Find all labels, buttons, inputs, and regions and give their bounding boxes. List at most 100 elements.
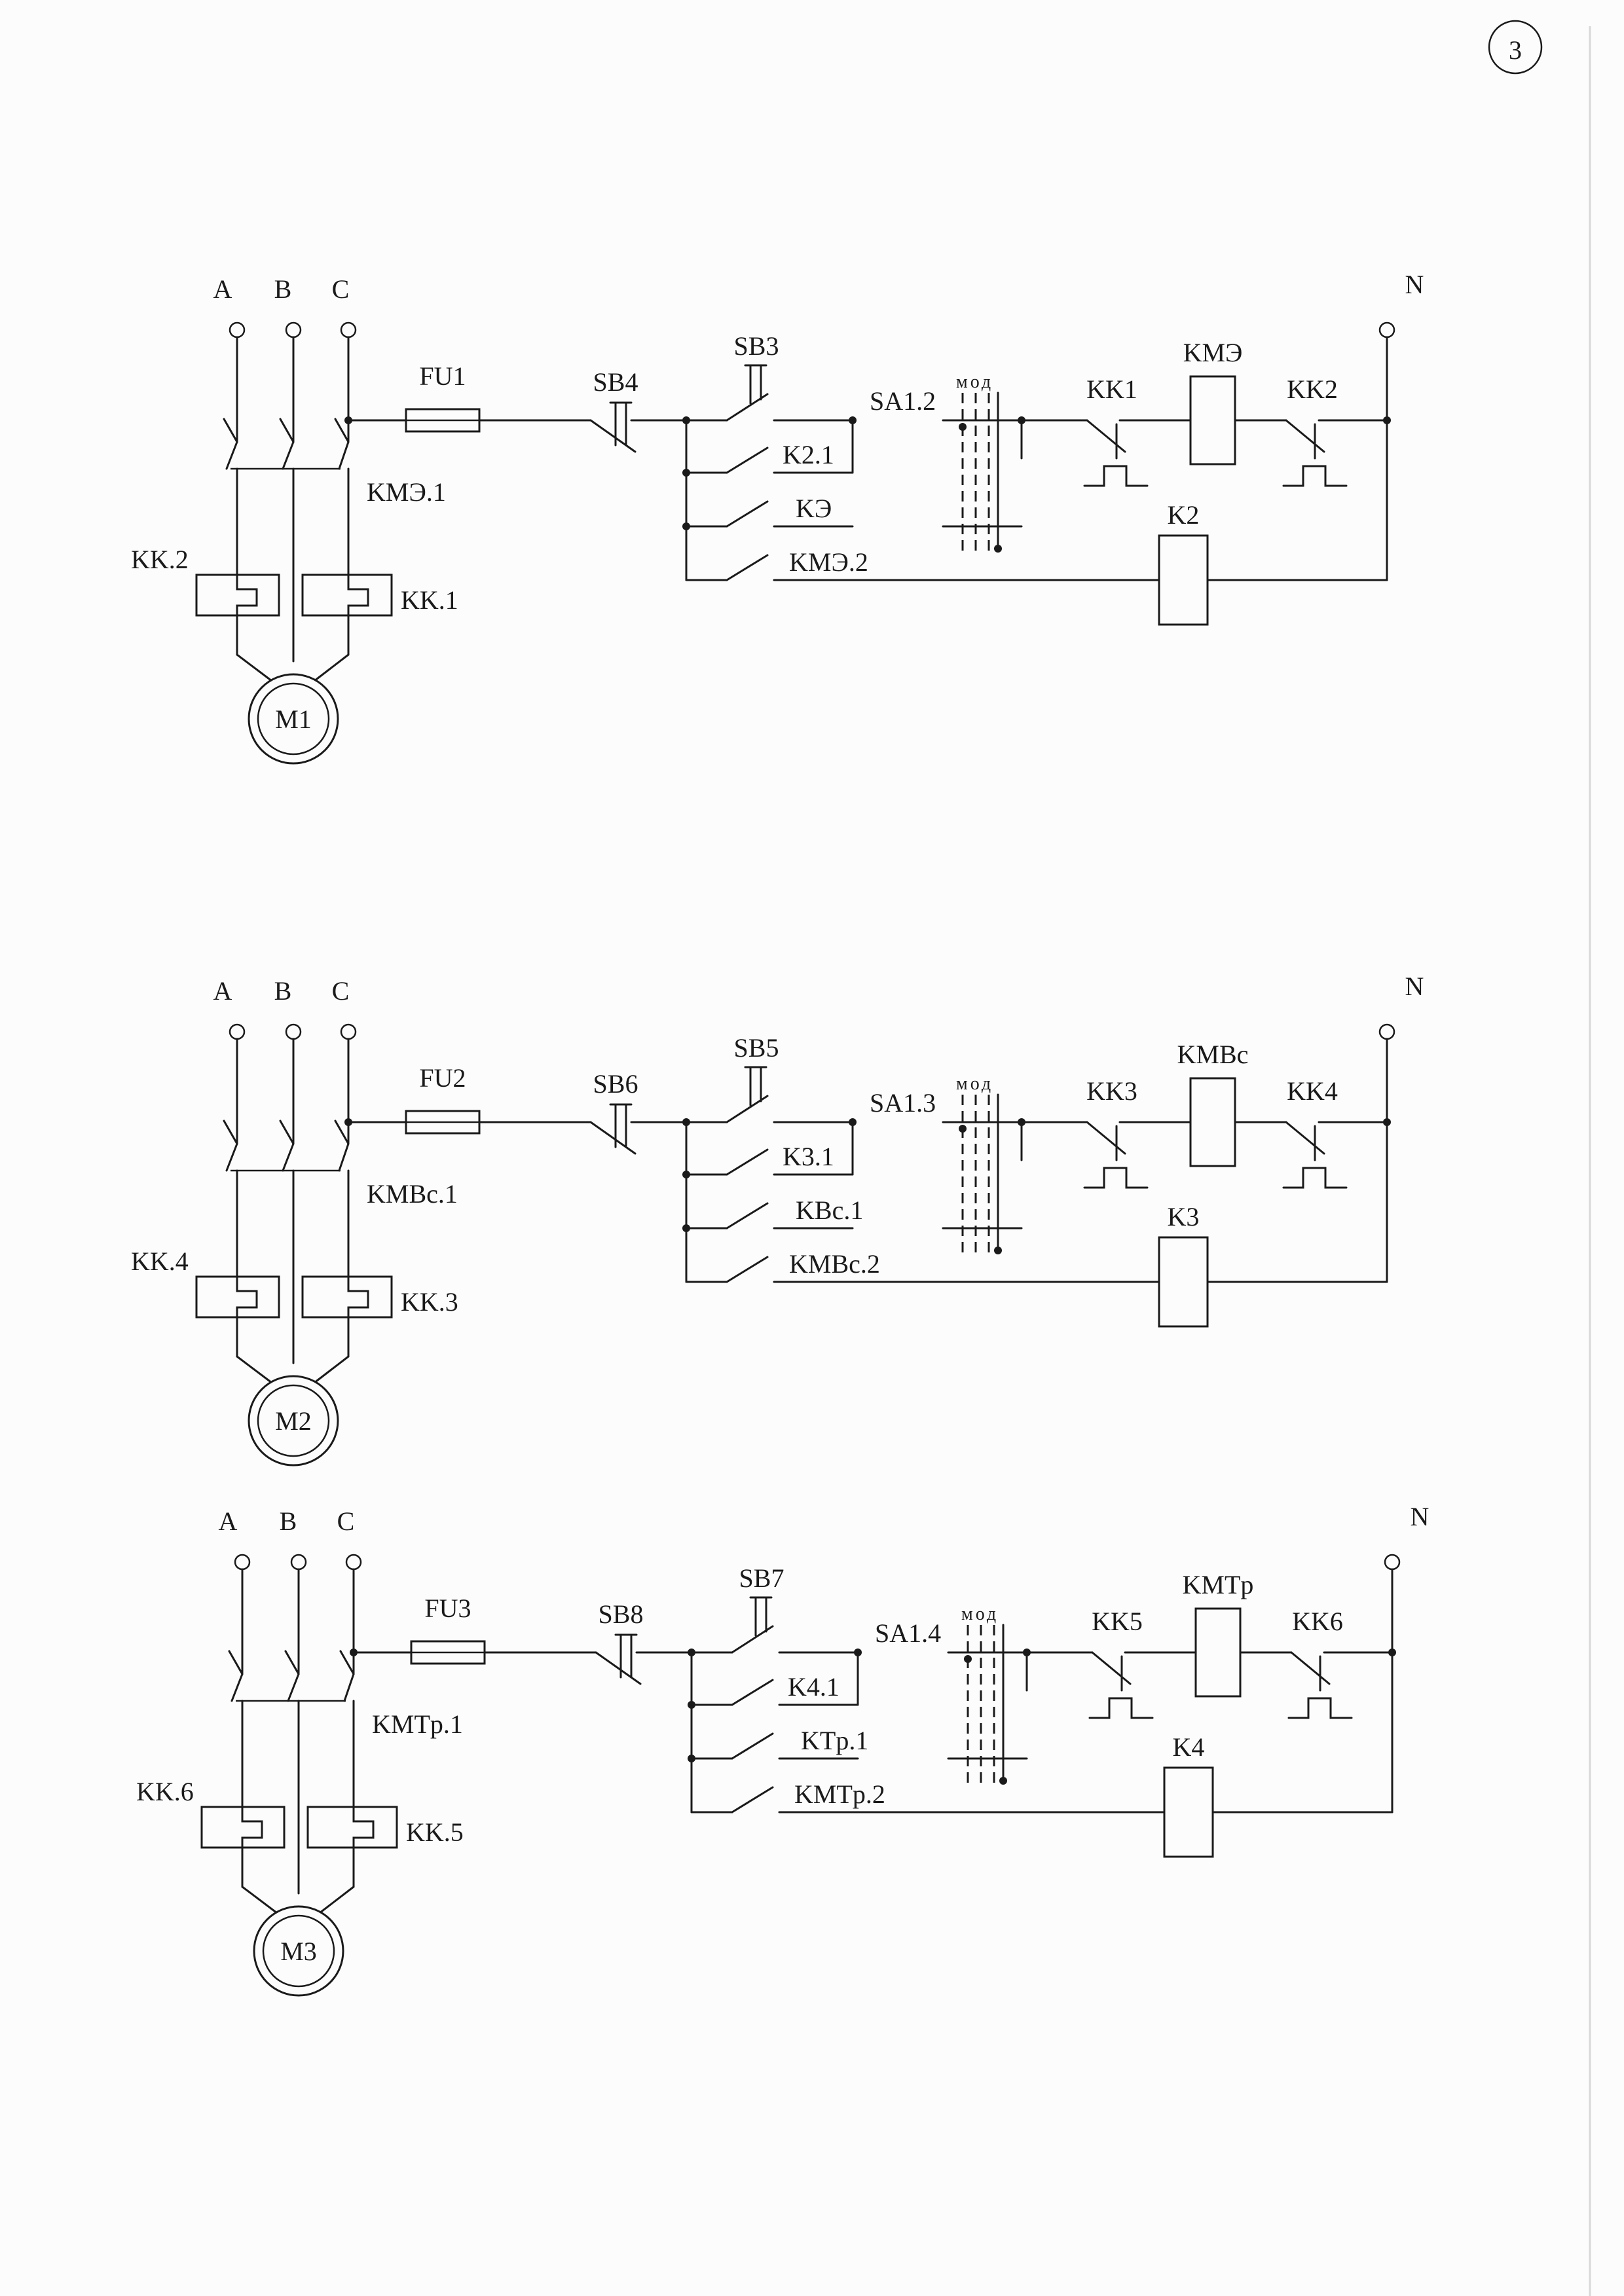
branch-contact-3-label: KMTp.2	[794, 1779, 885, 1809]
phase-a-label: A	[219, 1506, 238, 1536]
motor-label: M2	[275, 1406, 312, 1436]
relay-coil-label: K4	[1173, 1732, 1205, 1762]
thermal-relay-right	[306, 1806, 398, 1849]
phase-terminals	[229, 1023, 357, 1040]
thermal-relay-right	[301, 574, 393, 617]
selector-mode-label: мод	[961, 1604, 999, 1624]
relay-coil	[1163, 1766, 1393, 1858]
thermal-right-label: KK.3	[401, 1287, 458, 1317]
motor-feed-lines	[241, 1846, 355, 1914]
thermal-relay-left	[195, 574, 280, 617]
thermal-right-label: KK.5	[406, 1817, 464, 1847]
branch-contact-2-label: KЭ	[796, 494, 832, 523]
overload-contact-1	[1020, 419, 1192, 487]
stop-button	[595, 1633, 693, 1685]
motor-feed-lines	[236, 614, 350, 682]
main-contact-label: KMTp.1	[372, 1709, 463, 1739]
phase-terminals	[234, 1554, 362, 1571]
motor-circuit-1: A B C KMЭ.1	[131, 270, 1424, 765]
fuse-label: FU3	[424, 1594, 471, 1623]
selector-switch	[854, 1624, 1028, 1789]
relay-coil	[1158, 534, 1388, 626]
motor: M2	[248, 1375, 339, 1467]
relay-coil	[1158, 1236, 1388, 1328]
thermal-relay-right	[301, 1275, 393, 1319]
overload-contact-2-label: KK4	[1287, 1076, 1338, 1106]
branch-contact-3	[685, 1256, 1160, 1283]
selector-switch	[849, 1093, 1023, 1258]
motor-label: M3	[280, 1937, 317, 1966]
motor-label: M1	[275, 704, 312, 734]
neutral-label: N	[1411, 1502, 1430, 1531]
start-button	[685, 1066, 854, 1123]
branch-contact-2-label: KTp.1	[801, 1726, 868, 1755]
motor: M1	[248, 673, 339, 765]
phase-b-label: B	[280, 1506, 297, 1536]
page-number: 3	[1488, 20, 1543, 75]
branch-contact-3-label: KMЭ.2	[789, 547, 868, 577]
phase-terminals	[229, 321, 357, 338]
selector-label: SA1.3	[870, 1088, 936, 1118]
phase-c-label: C	[332, 976, 350, 1006]
phase-a-label: A	[213, 274, 232, 304]
branch-contact-2	[685, 1202, 854, 1230]
stop-button-label: SB6	[593, 1069, 638, 1099]
fuse	[405, 408, 481, 433]
thermal-left-label: KK.4	[131, 1247, 189, 1276]
start-button-label: SB3	[734, 331, 779, 361]
branch-contact-3-label: KMBc.2	[789, 1249, 880, 1279]
contactor-coil-label: KMЭ	[1183, 338, 1243, 367]
fuse	[410, 1640, 486, 1665]
stop-button-label: SB4	[593, 367, 638, 397]
fuse	[405, 1110, 481, 1135]
neutral-terminal	[1384, 1554, 1401, 1571]
motor-circuit-3: A B C KMTp.1	[136, 1502, 1430, 1997]
overload-contact-1-label: KK5	[1092, 1607, 1143, 1636]
overload-contact-1	[1025, 1651, 1197, 1719]
branch-contact-3	[685, 554, 1160, 581]
neutral-label: N	[1405, 270, 1424, 299]
contactor-coil	[1194, 1607, 1293, 1698]
motor-circuit-2: A B C KMBc.1	[131, 972, 1424, 1467]
branch-contact-1	[685, 1121, 854, 1176]
start-button-label: SB7	[739, 1563, 784, 1593]
motor: M3	[253, 1905, 344, 1997]
contactor-coil	[1189, 1077, 1287, 1167]
power-lines	[228, 1568, 355, 1895]
thermal-right-label: KK.1	[401, 585, 458, 615]
neutral-terminal	[1378, 1023, 1395, 1040]
branch-contact-1-label: K4.1	[788, 1672, 840, 1702]
relay-coil-label: K2	[1168, 500, 1200, 530]
overload-contact-2-label: KK6	[1292, 1607, 1343, 1636]
thermal-left-label: KK.6	[136, 1777, 194, 1806]
overload-contact-2	[1282, 419, 1388, 487]
overload-contact-2-label: KK2	[1287, 374, 1338, 404]
contactor-coil-label: KMBc	[1177, 1040, 1249, 1069]
power-lines	[223, 336, 350, 663]
fuse-label: FU1	[419, 361, 466, 391]
start-button-label: SB5	[734, 1033, 779, 1063]
thermal-left-label: KK.2	[131, 545, 189, 574]
neutral-terminal	[1378, 321, 1395, 338]
selector-switch	[849, 392, 1023, 556]
branch-contact-1-label: K2.1	[783, 440, 834, 469]
power-lines	[223, 1038, 350, 1364]
phase-c-label: C	[337, 1506, 355, 1536]
neutral-label: N	[1405, 972, 1424, 1001]
phase-c-label: C	[332, 274, 350, 304]
branch-contact-2	[690, 1732, 859, 1760]
relay-coil-label: K3	[1168, 1202, 1200, 1231]
branch-contact-1-label: K3.1	[783, 1142, 834, 1171]
stop-button-label: SB8	[599, 1599, 644, 1629]
selector-label: SA1.4	[875, 1618, 941, 1648]
phase-b-label: B	[274, 976, 292, 1006]
start-button	[690, 1596, 859, 1654]
thermal-relay-left	[195, 1275, 280, 1319]
selector-mode-label: мод	[956, 1074, 993, 1094]
contactor-coil-label: KMTp	[1183, 1570, 1254, 1599]
overload-contact-1-label: KK3	[1086, 1076, 1137, 1106]
overload-contact-1-label: KK1	[1086, 374, 1137, 404]
overload-contact-1	[1020, 1121, 1192, 1189]
branch-contact-1	[690, 1651, 859, 1706]
branch-contact-2	[685, 500, 854, 528]
